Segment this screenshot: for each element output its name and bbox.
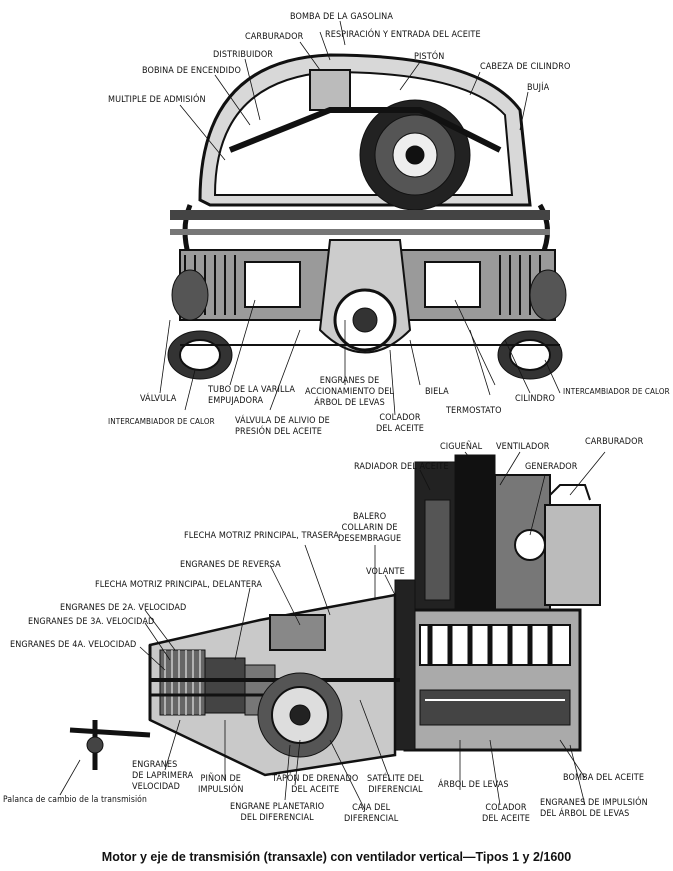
- label-ciguenal: CIGUEÑAL: [440, 442, 483, 452]
- right-cylinders: [399, 249, 556, 321]
- label-palanca: Palanca de cambio de la transmisión: [3, 795, 147, 805]
- label-multiple-admision: MULTIPLE DE ADMISIÓN: [108, 95, 206, 105]
- label-engranes-impulsion: ENGRANES DE IMPULSIÓN DEL ÁRBOL DE LEVAS: [540, 798, 648, 819]
- label-tubo-varilla: TUBO DE LA VARILLA EMPUJADORA: [208, 385, 296, 406]
- engine-rear-view: [167, 53, 567, 380]
- label-carburador-top: CARBURADOR: [245, 32, 304, 42]
- label-planetario: ENGRANE PLANETARIO DEL DIFERENCIAL: [230, 802, 325, 823]
- label-caja: CAJA DEL DIFERENCIAL: [344, 803, 399, 824]
- label-vel3: ENGRANES DE 3a. VELOCIDAD: [28, 617, 155, 627]
- label-intercambiador-izq: INTERCAMBIADOR DE CALOR: [108, 417, 215, 426]
- label-bobina: BOBINA DE ENCENDIDO: [142, 66, 241, 76]
- label-engranes-accionamiento: ENGRANES DE ACCIONAMIENTO DEL ÁRBOL DE L…: [305, 376, 395, 408]
- label-satelite: SATÉLITE DEL DIFERENCIAL: [367, 774, 424, 795]
- label-balero: BALERO COLLARIN DE DESEMBRAGUE: [338, 512, 402, 544]
- label-piston: PISTÓN: [414, 52, 445, 62]
- label-bomba-gasolina: BOMBA DE LA GASOLINA: [290, 12, 393, 22]
- label-vel2: ENGRANES DE 2a. VELOCIDAD: [60, 603, 187, 613]
- label-colador-bottom: COLADOR DEL ACEITE: [482, 803, 531, 824]
- label-pinon: PIÑON DE IMPULSIÓN: [198, 774, 244, 795]
- label-flecha-delantera: FLECHA MOTRIZ PRINCIPAL, DELANTERA: [95, 580, 262, 590]
- label-valvula: VÁLVULA: [140, 394, 177, 404]
- label-intercambiador-der: INTERCAMBIADOR DE CALOR: [563, 387, 670, 396]
- label-vel1: ENGRANES DE LAPRIMERA VELOCIDAD: [132, 760, 194, 792]
- label-vel4: ENGRANES DE 4a. VELOCIDAD: [10, 640, 137, 650]
- label-carburador-bottom: CARBURADOR: [585, 437, 644, 447]
- label-flecha-trasera: FLECHA MOTRIZ PRINCIPAL, TRASERA: [184, 531, 340, 541]
- figure-caption: Motor y eje de transmisión (transaxle) c…: [101, 850, 572, 864]
- label-radiador: RADIADOR DEL ACEITE: [354, 462, 449, 472]
- transaxle-side-view: [69, 454, 601, 777]
- label-ventilador: VENTILADOR: [496, 442, 550, 452]
- label-bujia: BUJÍA: [527, 83, 550, 93]
- label-arbol-levas: ÁRBOL DE LEVAS: [438, 780, 509, 790]
- label-respiracion: RESPIRACIÓN Y ENTRADA DEL ACEITE: [325, 30, 481, 40]
- leader-lines-top: [159, 20, 561, 416]
- label-cilindro: CILINDRO: [515, 394, 556, 404]
- flywheel: [394, 579, 416, 751]
- label-cabeza-cilindro: CABEZA DE CILINDRO: [480, 62, 571, 72]
- label-distribuidor: DISTRIBUIDOR: [213, 50, 274, 60]
- label-termostato: TERMOSTATO: [446, 406, 502, 416]
- label-engranes-reversa: ENGRANES DE REVERSA: [180, 560, 281, 570]
- label-valvula-alivio: VÁLVULA DE ALIVIO DE PRESIÓN DEL ACEITE: [235, 416, 330, 437]
- label-tapon: TAPÓN DE DRENADO DEL ACEITE: [272, 774, 359, 795]
- label-colador-top: COLADOR DEL ACEITE: [376, 413, 425, 434]
- label-volante: VOLANTE: [366, 567, 405, 577]
- leader-lines-bottom: [59, 451, 606, 811]
- label-biela: BIELA: [425, 387, 449, 397]
- label-generador: GENERADOR: [525, 462, 578, 472]
- label-bomba-aceite: BOMBA DEL ACEITE: [563, 773, 645, 783]
